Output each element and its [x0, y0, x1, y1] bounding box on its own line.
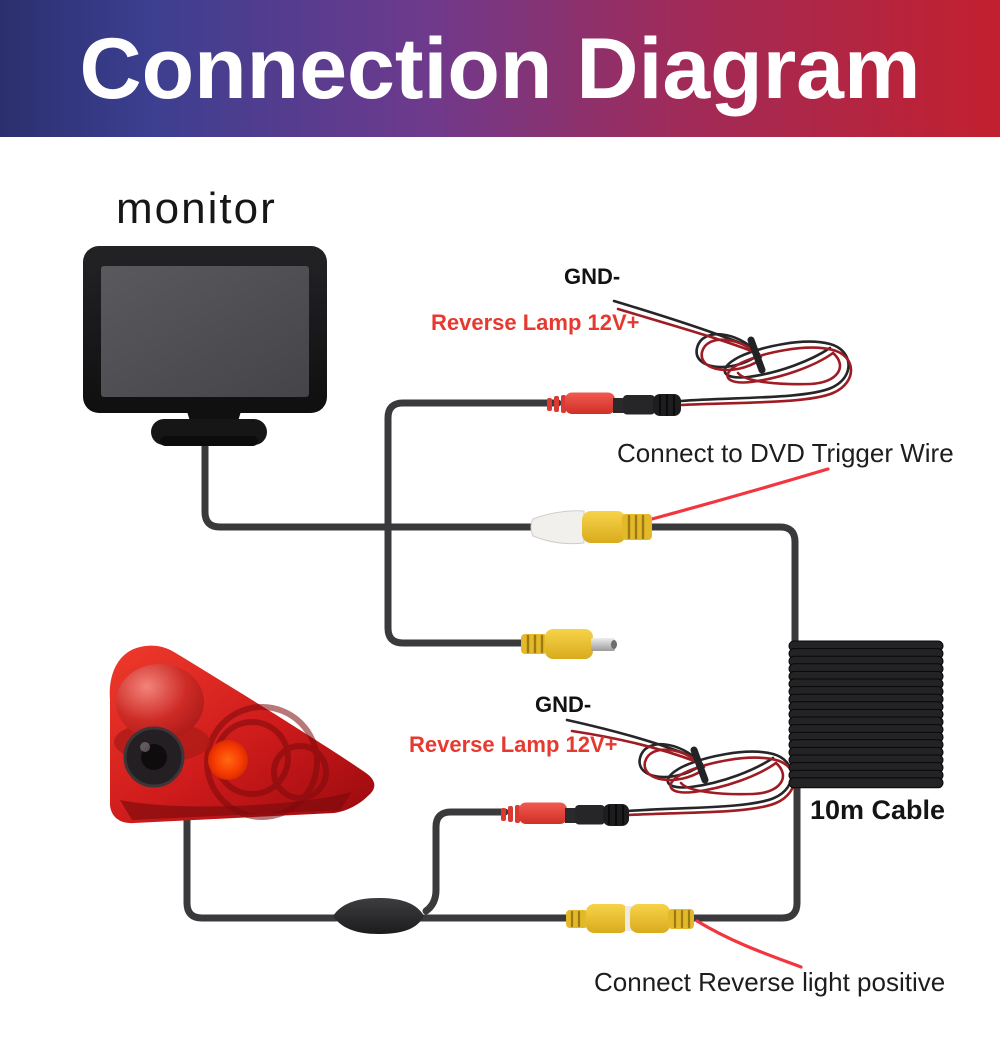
dc-female-red	[565, 392, 615, 414]
reverse-lamp-label-top: Reverse Lamp 12V+	[431, 310, 640, 335]
rca-plug-yellow	[521, 629, 617, 659]
rca-female-yellow	[586, 904, 628, 933]
rca-pair-white-yellow	[530, 510, 652, 545]
camera-power-branch	[422, 808, 509, 915]
dc-female-red	[519, 802, 567, 824]
monitor-screen	[101, 266, 309, 397]
rca-metal-tip	[591, 638, 615, 651]
camera-dome	[116, 664, 204, 740]
reverse-light-note: Connect Reverse light positive	[594, 967, 946, 997]
power-and-video-bus	[384, 399, 562, 647]
twisted-power-wires-bottom	[565, 718, 796, 817]
cable-length-label: 10m Cable	[810, 795, 946, 825]
dvd-trigger-note: Connect to DVD Trigger Wire	[617, 438, 954, 468]
monitor-video-cable	[201, 439, 536, 531]
camera-cable	[183, 816, 340, 922]
twisted-power-wires-top	[612, 299, 853, 407]
title-banner: Connection Diagram	[0, 0, 1000, 137]
dc-power-connector-bottom	[501, 802, 629, 826]
camera-light-glow	[208, 740, 248, 780]
dc-male-black	[575, 805, 605, 825]
reverse-lamp-wire-end-top	[616, 307, 761, 356]
inline-module	[333, 898, 424, 934]
gnd-label-top: GND-	[564, 264, 621, 289]
reverse-lamp-wire-end-bottom	[570, 729, 704, 766]
dc-male-black	[623, 395, 655, 415]
monitor-illustration	[83, 246, 327, 446]
page-title: Connection Diagram	[79, 20, 921, 117]
reverse-lamp-label-bottom: Reverse Lamp 12V+	[409, 732, 618, 757]
gnd-label-bottom: GND-	[535, 692, 592, 717]
dc-power-connector-top	[547, 392, 681, 416]
coil-exit-cable	[690, 779, 801, 922]
video-cable-to-coil	[644, 523, 799, 645]
camera-illustration	[109, 645, 375, 824]
rca-female-white	[530, 510, 585, 545]
rca-pair-yellow-yellow	[566, 904, 694, 933]
cable-runs	[183, 399, 801, 922]
dvd-trigger-wire	[650, 467, 830, 521]
reverse-light-positive-wire	[695, 919, 803, 969]
cable-coil-illustration	[788, 640, 944, 789]
monitor-label: monitor	[116, 184, 277, 233]
rca-male-yellow	[630, 904, 670, 933]
rca-male-yellow	[582, 511, 626, 543]
